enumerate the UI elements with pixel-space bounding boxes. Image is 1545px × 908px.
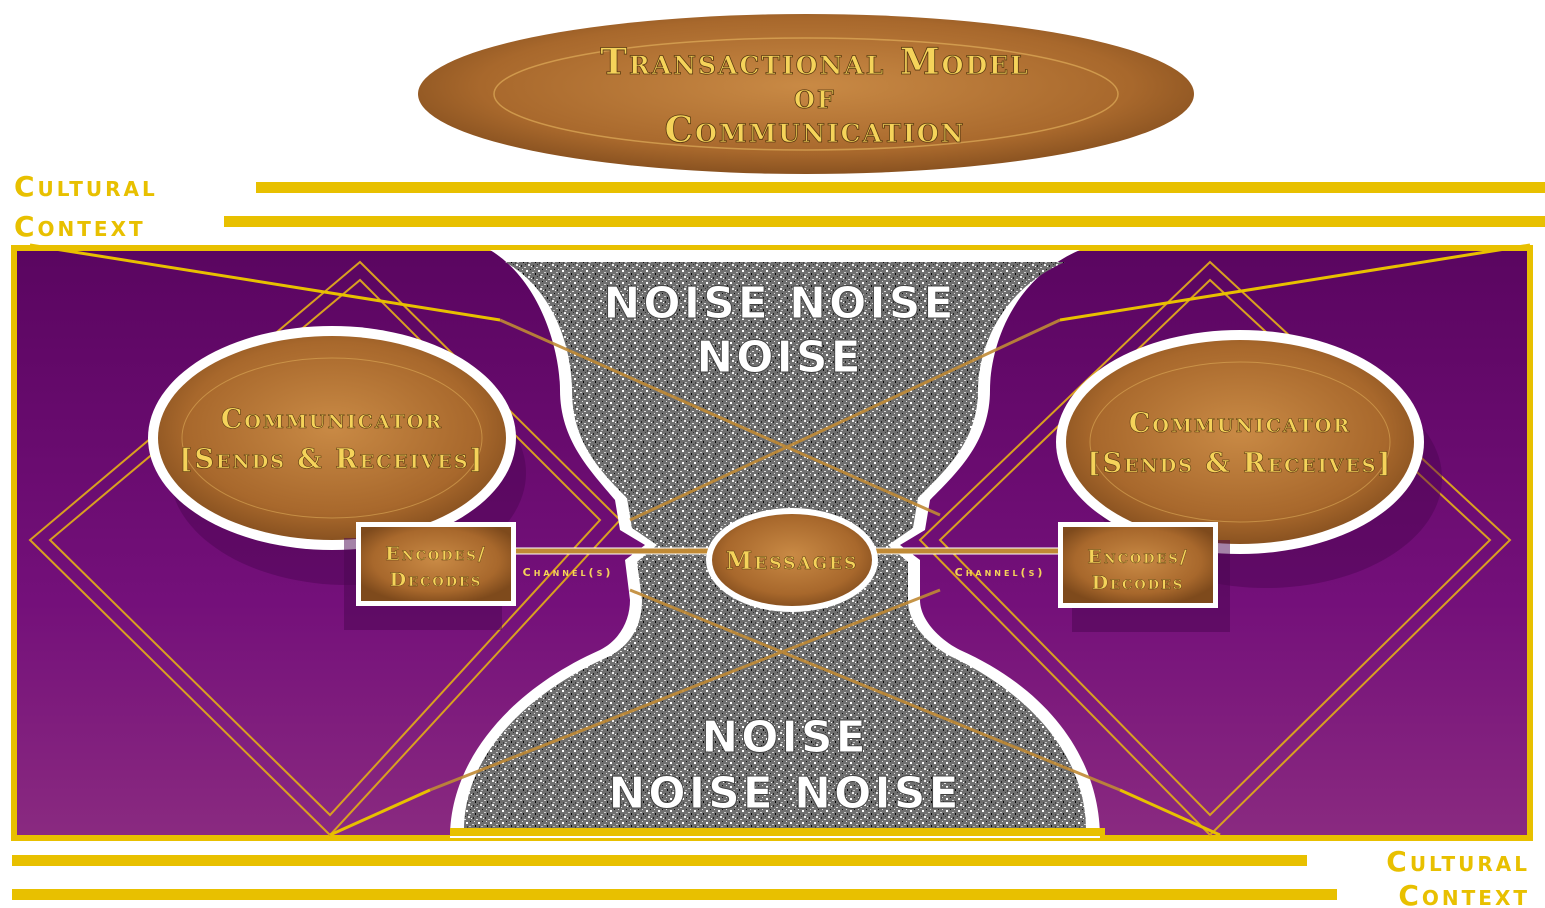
- communicator-right-line-1: Communicator: [1129, 408, 1351, 439]
- encoder-left-line-1: Encodes/: [385, 543, 487, 565]
- noise-bottom-line-1: NOISE: [701, 712, 868, 763]
- title-line-3: Communication: [665, 109, 966, 151]
- channel-label-right: Channel(s): [955, 566, 1046, 579]
- channel-line-left: [511, 547, 713, 555]
- channel-label-left: Channel(s): [523, 566, 614, 579]
- encoder-right: Encodes/ Decodes: [1058, 522, 1230, 632]
- channel-line-right: [869, 547, 1063, 555]
- title-oval: Transactional Model of Communication: [418, 14, 1194, 174]
- cultural-context-top: Cultural Context: [14, 170, 1545, 243]
- title-line-2: of: [794, 77, 836, 117]
- context-bar-top-2: [224, 216, 1545, 227]
- context-bar-top-1: [256, 182, 1545, 193]
- cultural-context-bottom-line-1: Cultural: [1386, 845, 1530, 878]
- cultural-context-top-line-2: Context: [14, 210, 146, 243]
- communicator-left-line-1: Communicator: [221, 404, 443, 435]
- communicator-left-line-2: [Sends & Receives]: [180, 444, 485, 475]
- cultural-context-bottom-line-2: Context: [1398, 879, 1530, 908]
- cultural-context-bottom: Cultural Context: [12, 845, 1530, 908]
- messages-label: Messages: [726, 546, 859, 575]
- title-line-1: Transactional Model: [600, 41, 1030, 83]
- noise-bottom-line-2: NOISE NOISE: [608, 768, 961, 819]
- noise-top-line-2: NOISE: [696, 332, 863, 383]
- cross-lines-gold: [29, 243, 1531, 837]
- communicator-right-line-2: [Sends & Receives]: [1088, 448, 1393, 479]
- context-bar-bottom-1: [12, 855, 1307, 866]
- context-bar-bottom-2: [12, 889, 1337, 900]
- messages-node: Messages: [706, 508, 878, 612]
- encoder-right-line-2: Decodes: [1092, 572, 1185, 594]
- cultural-context-top-line-1: Cultural: [14, 170, 158, 203]
- encoder-right-line-1: Encodes/: [1087, 546, 1189, 568]
- communicator-left: Communicator [Sends & Receives]: [148, 326, 526, 585]
- noise-top-line-1: NOISE NOISE: [603, 278, 956, 329]
- cross-lines: [429, 318, 1121, 792]
- encoder-left: Encodes/ Decodes: [344, 522, 516, 630]
- noise-base-bar: [450, 828, 1105, 836]
- encoder-left-line-2: Decodes: [390, 569, 483, 591]
